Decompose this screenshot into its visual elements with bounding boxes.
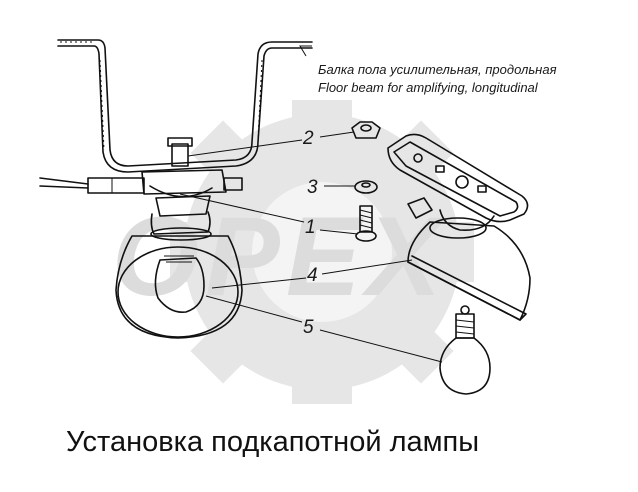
- leader-line-1b: [319, 229, 359, 235]
- lamp-housing-part: [387, 133, 531, 321]
- leader-line-4a: [211, 277, 307, 289]
- beam-label-ru: Балка пола усилительная, продольная: [318, 62, 557, 77]
- beam-label-en: Floor beam for amplifying, longitudinal: [318, 80, 539, 95]
- callout-5: 5: [303, 317, 314, 338]
- callout-1: 1: [305, 217, 316, 238]
- screw-part: [355, 205, 377, 242]
- leader-line-5b: [319, 329, 443, 363]
- watermark: OPEX: [112, 100, 474, 404]
- leader-line-1: [179, 193, 305, 223]
- callout-2: 2: [302, 128, 314, 149]
- leader-line-4b: [321, 259, 413, 275]
- floor-beam: [57, 39, 313, 173]
- assembled-lamp: [115, 211, 243, 339]
- beam-leader-line: [299, 45, 312, 57]
- callout-4: 4: [307, 265, 318, 286]
- bulb-part: [439, 305, 491, 395]
- leader-lines: [179, 45, 443, 363]
- lamp-wire: [39, 177, 145, 194]
- diagram-title: Установка подкапотной лампы: [66, 426, 479, 458]
- washer-part: [354, 180, 378, 194]
- callout-3: 3: [307, 177, 318, 198]
- lamp-bracket: [141, 137, 243, 217]
- leader-line-5a: [205, 295, 303, 323]
- watermark-text: OPEX: [112, 194, 448, 319]
- nut-part: [351, 121, 381, 139]
- leader-line-2b: [319, 131, 355, 138]
- leader-line-2: [187, 139, 303, 157]
